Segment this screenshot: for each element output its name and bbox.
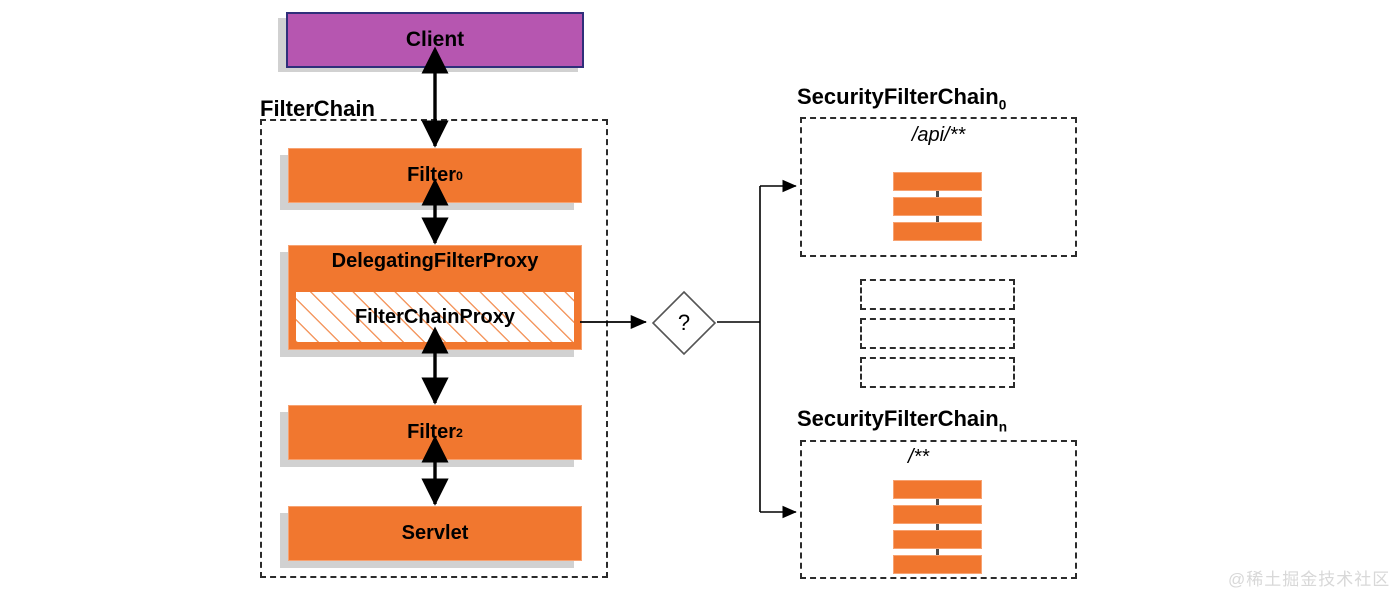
filterchain-title-text: FilterChain	[260, 96, 375, 121]
security-filter-chain-0-title: SecurityFilterChain0	[797, 84, 1006, 112]
security-filter-chain-n-spine	[936, 484, 939, 564]
filter2-label: Filter	[407, 421, 456, 443]
security-filter-chain-0-filter-bar[interactable]	[893, 222, 982, 241]
security-filter-chain-n-title-text: SecurityFilterChain	[797, 406, 999, 431]
placeholder-slot	[860, 279, 1015, 310]
security-filter-chain-0-title-text: SecurityFilterChain	[797, 84, 999, 109]
filter-chain-proxy-label: FilterChainProxy	[354, 305, 516, 328]
security-filter-chain-0-filter-bar[interactable]	[893, 197, 982, 216]
placeholder-slot	[860, 357, 1015, 388]
security-filter-chain-0-filter-bar[interactable]	[893, 172, 982, 191]
filter-chain-proxy-box[interactable]: FilterChainProxy	[295, 291, 575, 343]
decision-diamond[interactable]: ?	[651, 290, 717, 356]
security-filter-chain-n-path-text: /**	[907, 446, 930, 468]
watermark-text: @稀土掘金技术社区	[1228, 570, 1391, 589]
security-filter-chain-0-subscript: 0	[998, 97, 1007, 113]
security-filter-chain-n-subscript: n	[998, 419, 1008, 435]
security-filter-chain-n-container[interactable]	[800, 440, 1077, 579]
security-filter-chain-0-container[interactable]	[800, 117, 1077, 257]
delegating-filter-proxy-box[interactable]: DelegatingFilterProxy FilterChainProxy	[288, 245, 582, 350]
filter0-subscript: 0	[456, 168, 463, 183]
filter2-subscript: 2	[456, 425, 463, 440]
security-filter-chain-0-path: /api/**	[800, 124, 1077, 147]
decision-label: ?	[677, 310, 691, 335]
servlet-box[interactable]: Servlet	[288, 506, 582, 561]
security-filter-chain-n-title: SecurityFilterChainn	[797, 406, 1007, 434]
delegating-filter-proxy-label: DelegatingFilterProxy	[331, 250, 539, 272]
placeholder-slot	[860, 318, 1015, 349]
filter0-label: Filter	[407, 164, 456, 186]
filterchain-title: FilterChain	[260, 96, 375, 122]
watermark: @稀土掘金技术社区	[1228, 565, 1390, 590]
client-label: Client	[405, 28, 465, 51]
security-filter-chain-n-filter-bar[interactable]	[893, 555, 982, 574]
client-box[interactable]: Client	[286, 12, 584, 68]
servlet-label: Servlet	[401, 522, 469, 544]
security-filter-chain-n-filter-bar[interactable]	[893, 480, 982, 499]
security-filter-chain-n-filter-bar[interactable]	[893, 530, 982, 549]
security-filter-chain-n-filter-bar[interactable]	[893, 505, 982, 524]
security-filter-chain-n-path: /**	[780, 446, 1057, 469]
security-filter-chain-0-path-text: /api/**	[911, 124, 966, 146]
